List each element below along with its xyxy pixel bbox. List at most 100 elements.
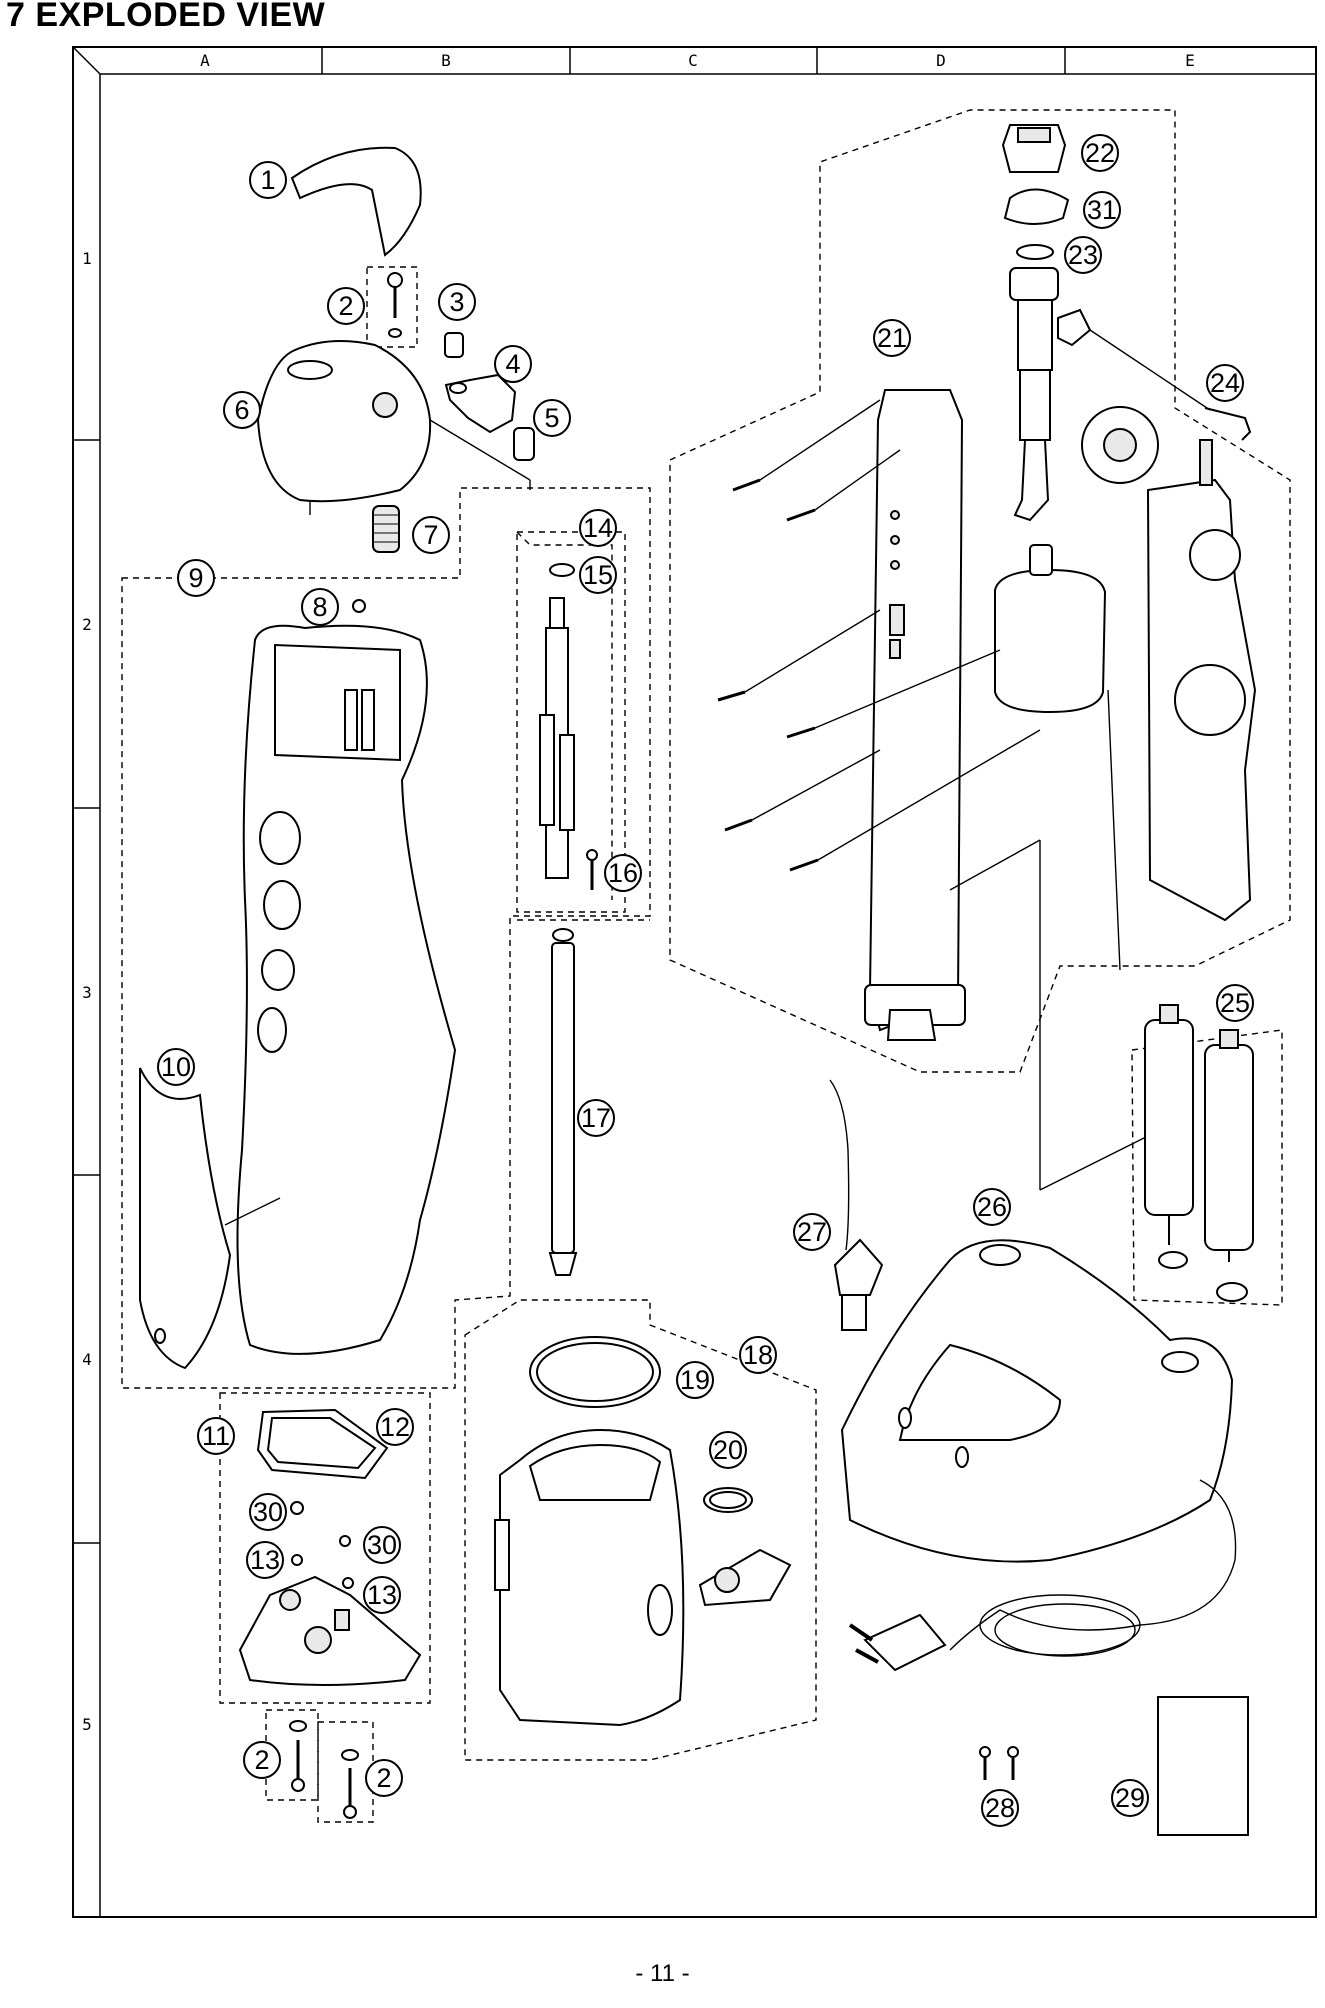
part-chassis-assembly: [669, 109, 1291, 1191]
callout-10: 10: [157, 1048, 195, 1086]
svg-text:6: 6: [234, 395, 249, 425]
callout-9: 9: [177, 559, 215, 597]
callout-19: 19: [676, 1361, 714, 1399]
svg-text:30: 30: [253, 1497, 283, 1527]
row-label-5: 5: [82, 1715, 92, 1734]
callout-18: 18: [739, 1336, 777, 1374]
callout-2: 2: [327, 287, 365, 325]
svg-text:23: 23: [1068, 240, 1098, 270]
svg-text:28: 28: [985, 1793, 1015, 1823]
svg-text:2: 2: [338, 291, 353, 321]
callout-23: 23: [1064, 236, 1102, 274]
part-base-plate-assembly: [219, 1392, 431, 1704]
svg-text:7: 7: [423, 520, 438, 550]
part-top-housing: [256, 340, 531, 515]
callout-2c: 2: [365, 1759, 403, 1797]
svg-text:20: 20: [713, 1435, 743, 1465]
svg-text:16: 16: [608, 858, 638, 888]
svg-text:4: 4: [505, 349, 520, 379]
page-title: 7 EXPLODED VIEW: [6, 0, 326, 34]
svg-text:29: 29: [1115, 1783, 1145, 1813]
callout-6: 6: [223, 391, 261, 429]
svg-text:27: 27: [797, 1217, 827, 1247]
callout-1: 1: [249, 161, 287, 199]
callout-13a: 13: [246, 1541, 284, 1579]
callout-30b: 30: [363, 1526, 401, 1564]
drawing-frame: [72, 46, 1317, 1918]
svg-text:11: 11: [202, 1421, 230, 1451]
svg-text:13: 13: [250, 1545, 280, 1575]
callout-4: 4: [494, 345, 532, 383]
part-top-seals: [1001, 124, 1070, 260]
svg-text:13: 13: [367, 1580, 397, 1610]
part-nozzle-tip: [829, 1079, 884, 1331]
callout-3: 3: [438, 283, 476, 321]
svg-text:1: 1: [260, 165, 275, 195]
row-label-2: 2: [82, 615, 92, 634]
svg-text:22: 22: [1085, 138, 1115, 168]
callout-16: 16: [604, 854, 642, 892]
svg-text:8: 8: [312, 592, 327, 622]
row-label-4: 4: [82, 1350, 92, 1369]
column-label-b: B: [441, 51, 451, 70]
callout-11: 11: [197, 1417, 235, 1455]
svg-text:18: 18: [743, 1340, 773, 1370]
part-bent-pin: [1089, 329, 1252, 441]
part-batteries: [1131, 1004, 1283, 1306]
callout-17: 17: [577, 1099, 615, 1137]
svg-text:15: 15: [583, 560, 613, 590]
svg-text:14: 14: [583, 513, 613, 543]
svg-text:26: 26: [977, 1192, 1007, 1222]
svg-text:25: 25: [1220, 988, 1250, 1018]
callout-29: 29: [1111, 1779, 1149, 1817]
callout-5: 5: [533, 399, 571, 437]
svg-text:9: 9: [188, 563, 203, 593]
svg-text:2: 2: [254, 1745, 269, 1775]
column-label-c: C: [688, 51, 698, 70]
svg-text:24: 24: [1210, 368, 1240, 398]
row-label-3: 3: [82, 983, 92, 1002]
part-spring: [372, 505, 400, 553]
column-label-e: E: [1185, 51, 1195, 70]
callout-21: 21: [873, 319, 911, 357]
part-small-screws: [979, 1746, 1019, 1780]
part-reservoir: [464, 1299, 817, 1761]
svg-text:21: 21: [877, 323, 907, 353]
svg-text:2: 2: [376, 1763, 391, 1793]
part-switch: [444, 373, 517, 434]
page-number: - 11 -: [635, 1960, 690, 1987]
callout-22: 22: [1081, 134, 1119, 172]
part-piston-assembly: [516, 531, 626, 913]
callout-15: 15: [579, 556, 617, 594]
part-cap: [290, 146, 422, 257]
svg-text:5: 5: [544, 403, 559, 433]
part-pin: [444, 332, 464, 358]
callout-12: 12: [376, 1408, 414, 1446]
svg-text:17: 17: [581, 1103, 611, 1133]
callout-8: 8: [301, 588, 339, 626]
part-screws-bottom: [265, 1709, 374, 1823]
callout-25: 25: [1216, 984, 1254, 1022]
part-side-cover: [139, 1067, 281, 1370]
part-handle-assembly: [121, 487, 651, 1389]
svg-text:12: 12: [380, 1412, 410, 1442]
callout-7: 7: [412, 516, 450, 554]
svg-text:19: 19: [680, 1365, 710, 1395]
callout-24: 24: [1206, 364, 1244, 402]
part-charger-base: [840, 1239, 1237, 1672]
callout-31: 31: [1083, 191, 1121, 229]
callout-28: 28: [981, 1789, 1019, 1827]
callout-27: 27: [793, 1213, 831, 1251]
part-tube: [517, 919, 650, 1276]
callout-20: 20: [709, 1431, 747, 1469]
part-knob: [513, 427, 535, 461]
svg-text:3: 3: [449, 287, 464, 317]
row-label-1: 1: [82, 249, 92, 268]
column-label-a: A: [200, 51, 210, 70]
callout-2b: 2: [243, 1741, 281, 1779]
callout-26: 26: [973, 1188, 1011, 1226]
callout-13b: 13: [363, 1576, 401, 1614]
svg-text:30: 30: [367, 1530, 397, 1560]
column-label-d: D: [936, 51, 946, 70]
